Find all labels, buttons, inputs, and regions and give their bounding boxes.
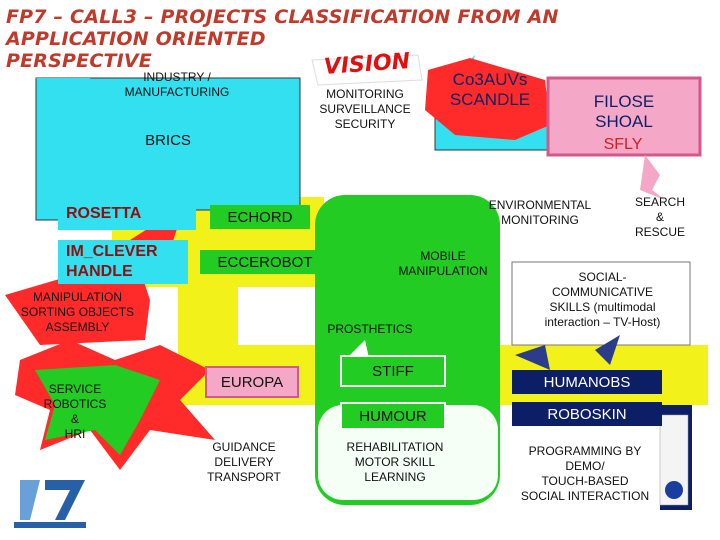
industry-line-1: INDUSTRY / (143, 70, 211, 84)
project-rosetta: ROSETTA (58, 198, 196, 230)
monitoring-line-1: MONITORING (326, 87, 404, 101)
programming-panel (505, 410, 660, 510)
rehabilitation-label: REHABILITATION MOTOR SKILL LEARNING (325, 440, 465, 485)
programming-line-3: TOUCH-BASED (541, 474, 629, 488)
monitoring-label: MONITORING SURVEILLANCE SECURITY (305, 87, 425, 132)
mobile-manipulation-label: MOBILE MANIPULATION (378, 249, 508, 279)
prosthetics-label: PROSTHETICS (327, 322, 413, 336)
industry-line-2: MANUFACTURING (124, 85, 230, 99)
service-inner (35, 365, 160, 455)
manipulation-line-3: ASSEMBLY (45, 320, 110, 334)
mobile-manipulation-line-1: MOBILE (420, 249, 466, 263)
social-line-3: SKILLS (multimodal (549, 300, 656, 314)
social-line-4: interaction – TV-Host) (544, 315, 661, 329)
environmental-label: ENVIRONMENTAL MONITORING (470, 198, 610, 228)
service-line-4: HRI (64, 427, 86, 441)
project-echord: ECHORD (210, 205, 310, 229)
project-europa: EUROPA (205, 366, 299, 398)
search-rescue-line-2: & (655, 210, 664, 224)
social-line-1: SOCIAL- (578, 270, 627, 284)
page-title: FP7 – CALL3 – PROJECTS CLASSIFICATION FR… (6, 6, 706, 72)
social-label: SOCIAL- COMMUNICATIVE SKILLS (multimodal… (515, 270, 690, 330)
programming-line-4: SOCIAL INTERACTION (520, 489, 650, 503)
industry-label: INDUSTRY / MANUFACTURING (112, 70, 242, 100)
project-handle: HANDLE (66, 263, 133, 280)
project-humanobs: HUMANOBS (512, 370, 662, 394)
project-co3auvs: Co3AUVs (452, 70, 528, 89)
mobile-manipulation-line-2: MANIPULATION (398, 264, 488, 278)
search-rescue-label: SEARCH & RESCUE (620, 195, 700, 240)
filose-box (546, 76, 702, 157)
social-callout (511, 261, 691, 346)
filose-pointer (640, 155, 665, 200)
environmental-line-1: ENVIRONMENTAL (488, 198, 592, 212)
service-label: SERVICE ROBOTICS & HRI (30, 382, 120, 442)
guidance-label: GUIDANCE DELIVERY TRANSPORT (185, 440, 303, 485)
programming-line-2: DEMO/ (565, 459, 605, 473)
guidance-line-3: TRANSPORT (207, 470, 281, 484)
service-line-3: & (70, 412, 79, 426)
title-line-2: PERSPECTIVE (6, 50, 152, 72)
manipulation-label: MANIPULATION SORTING OBJECTS ASSEMBLY (0, 290, 155, 335)
title-line-1: FP7 – CALL3 – PROJECTS CLASSIFICATION FR… (6, 6, 559, 50)
rehabilitation-line-3: LEARNING (364, 470, 426, 484)
project-humour: HUMOUR (340, 402, 446, 430)
manipulation-line-2: SORTING OBJECTS (20, 305, 135, 319)
project-scandle: SCANDLE (449, 90, 531, 109)
project-filose: FILOSE (593, 92, 655, 111)
fp7-logo (14, 480, 86, 528)
monitoring-line-3: SECURITY (334, 117, 396, 131)
social-pointer (595, 335, 620, 365)
rehabilitation-line-1: REHABILITATION (346, 440, 444, 454)
guidance-line-1: GUIDANCE (212, 440, 276, 454)
project-shoal: SHOAL (595, 112, 653, 131)
search-rescue-line-3: RESCUE (634, 225, 685, 239)
project-roboskin: ROBOSKIN (512, 402, 662, 426)
manipulation-line-1: MANIPULATION (32, 290, 123, 304)
service-line-2: ROBOTICS (43, 397, 107, 411)
service-line-1: SERVICE (48, 382, 102, 396)
eu-circle (665, 481, 683, 499)
vision-backdrop (311, 54, 423, 86)
project-sfly: SFLY (603, 136, 643, 153)
project-stiff: STIFF (340, 355, 446, 387)
programming-line-1: PROGRAMMING BY (528, 444, 642, 458)
environmental-line-2: MONITORING (501, 213, 579, 227)
project-im-clever: IM_CLEVER (66, 243, 158, 260)
rehabilitation-line-2: MOTOR SKILL (354, 455, 436, 469)
search-rescue-line-1: SEARCH (634, 195, 685, 209)
humanobs-pointer (515, 345, 550, 370)
industry-callout-pointer (36, 78, 90, 120)
im-clever-box: IM_CLEVER HANDLE (58, 240, 188, 284)
social-line-2: COMMUNICATIVE (551, 285, 654, 299)
programming-label: PROGRAMMING BY DEMO/ TOUCH-BASED SOCIAL … (510, 444, 660, 504)
co3auvs-blob (425, 58, 550, 140)
guidance-line-2: DELIVERY (214, 455, 274, 469)
brics-label: BRICS (145, 132, 191, 149)
project-eccerobot: ECCEROBOT (200, 250, 330, 274)
monitoring-line-2: SURVEILLANCE (319, 102, 411, 116)
